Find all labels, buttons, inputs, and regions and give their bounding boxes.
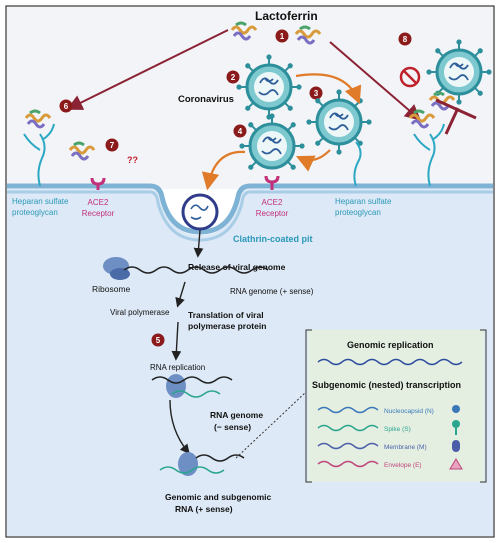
- coronavirus-label: Coronavirus: [178, 94, 234, 105]
- legend-row-envelope: Envelope (E): [317, 458, 463, 470]
- clathrin-pit-label: Clathrin-coated pit: [233, 234, 313, 244]
- heparan-right-line2: proteoglycan: [335, 208, 381, 217]
- replication-panel: [305, 329, 487, 483]
- legend-label-envelope: Envelope (E): [384, 462, 422, 469]
- rna-genome-plus-strand: [123, 266, 269, 274]
- ribosome-icon: [103, 257, 130, 280]
- legend-label-membrane: Membrane (M): [384, 444, 427, 451]
- step-badge-6: 6: [59, 99, 73, 113]
- heparan-right-line1: Heparan sulfate: [335, 197, 392, 206]
- nucleocapsid-dot-icon: [452, 405, 460, 413]
- step-badge-1: 1: [275, 29, 289, 43]
- rna-genome-minus-line1: RNA genome: [210, 410, 263, 420]
- heparan-sulfate-proteoglycan-right: [408, 109, 445, 187]
- rna-genome-plus-label: RNA genome (+ sense): [230, 287, 314, 296]
- title-lactoferrin: Lactoferrin: [255, 9, 318, 23]
- question-marks: ??: [127, 155, 138, 165]
- envelope-triangle-icon: [449, 458, 463, 470]
- legend-label-nucleocapsid: Nucleocapsid (N): [384, 408, 434, 415]
- genomic-rna-strand: [317, 358, 463, 366]
- inhibition-bar-icon: [435, 98, 477, 135]
- step-badge-4: 4: [233, 124, 247, 138]
- release-label: Release of viral genome: [188, 262, 286, 272]
- transcription-template-strand: [159, 466, 225, 474]
- legend-label-spike: Spike (S): [384, 426, 411, 433]
- svg-text:8: 8: [403, 35, 408, 44]
- heparan-sulfate-proteoglycan-left: [23, 109, 55, 187]
- legend-row-membrane: Membrane (M): [317, 440, 460, 452]
- ace2-center-line2: Receptor: [256, 209, 289, 218]
- step-badge-7: 7: [105, 138, 119, 152]
- membrane-icon: [452, 440, 460, 452]
- arrow-to-release: [193, 229, 204, 258]
- svg-text:5: 5: [156, 336, 161, 345]
- prohibition-icon: [399, 66, 421, 88]
- ace2-receptor-center-icon: [264, 175, 280, 190]
- svg-text:2: 2: [231, 73, 236, 82]
- ribosome-label: Ribosome: [92, 284, 131, 294]
- arrow-to-heparan-left: [66, 29, 229, 110]
- svg-text:6: 6: [64, 102, 69, 111]
- ace2-left-line2: Receptor: [82, 209, 115, 218]
- legend-row-spike: Spike (S): [317, 420, 460, 435]
- dotted-connector: [235, 391, 307, 459]
- heparan-sulfate-proteoglycan-center: [353, 141, 362, 187]
- transcription-product-strand: [195, 454, 245, 462]
- heparan-left-line2: proteoglycan: [12, 208, 58, 217]
- replication-minus-strand: [171, 390, 221, 398]
- arrow-to-heparan-right: [329, 41, 422, 121]
- rna-replication-label: RNA replication: [150, 363, 205, 372]
- cell-membrane-inner: [7, 190, 493, 242]
- svg-text:4: 4: [238, 127, 243, 136]
- svg-text:1: 1: [280, 32, 285, 41]
- step-badge-5: 5: [151, 333, 165, 347]
- rna-genome-minus-line2: (− sense): [214, 422, 251, 432]
- ace2-receptor-left-icon: [90, 177, 106, 190]
- viral-polymerase-label: Viral polymerase: [110, 308, 170, 317]
- orange-arrow-4-to-pit: [201, 150, 246, 191]
- coronavirus-particle-2: [235, 53, 303, 121]
- orange-arrow-2-to-3: [295, 73, 362, 105]
- step-badge-3: 3: [309, 86, 323, 100]
- ace2-center-line1: ACE2: [262, 198, 283, 207]
- endocytosed-virus: [181, 193, 219, 231]
- arrow-to-polymerase: [175, 281, 186, 308]
- svg-text:3: 3: [314, 89, 319, 98]
- ace2-left-line1: ACE2: [88, 198, 109, 207]
- translation-line2: polymerase protein: [188, 321, 266, 331]
- translation-line1: Translation of viral: [188, 310, 264, 320]
- polymerase-icon-replication: [166, 374, 186, 398]
- replication-plus-strand: [151, 376, 233, 384]
- subgenomic-transcription-title: Subgenomic (nested) transcription: [312, 380, 461, 390]
- arrow-to-genomic-subgenomic: [169, 399, 190, 455]
- genomic-subgenomic-line1: Genomic and subgenomic: [165, 492, 272, 502]
- step-badge-2: 2: [226, 70, 240, 84]
- spike-icon: [452, 420, 460, 435]
- legend-row-nucleocapsid: Nucleocapsid (N): [317, 405, 460, 415]
- orange-arrow-3-to-4: [296, 149, 331, 172]
- genomic-replication-title: Genomic replication: [347, 340, 434, 350]
- coronavirus-particle-3: [305, 88, 373, 156]
- step-badge-8: 8: [398, 32, 412, 46]
- frame: [5, 5, 495, 538]
- heparan-left-line1: Heparan sulfate: [12, 197, 69, 206]
- genomic-subgenomic-line2: RNA (+ sense): [175, 504, 233, 514]
- svg-text:7: 7: [110, 141, 115, 150]
- arrow-to-rna-replication: [171, 321, 182, 361]
